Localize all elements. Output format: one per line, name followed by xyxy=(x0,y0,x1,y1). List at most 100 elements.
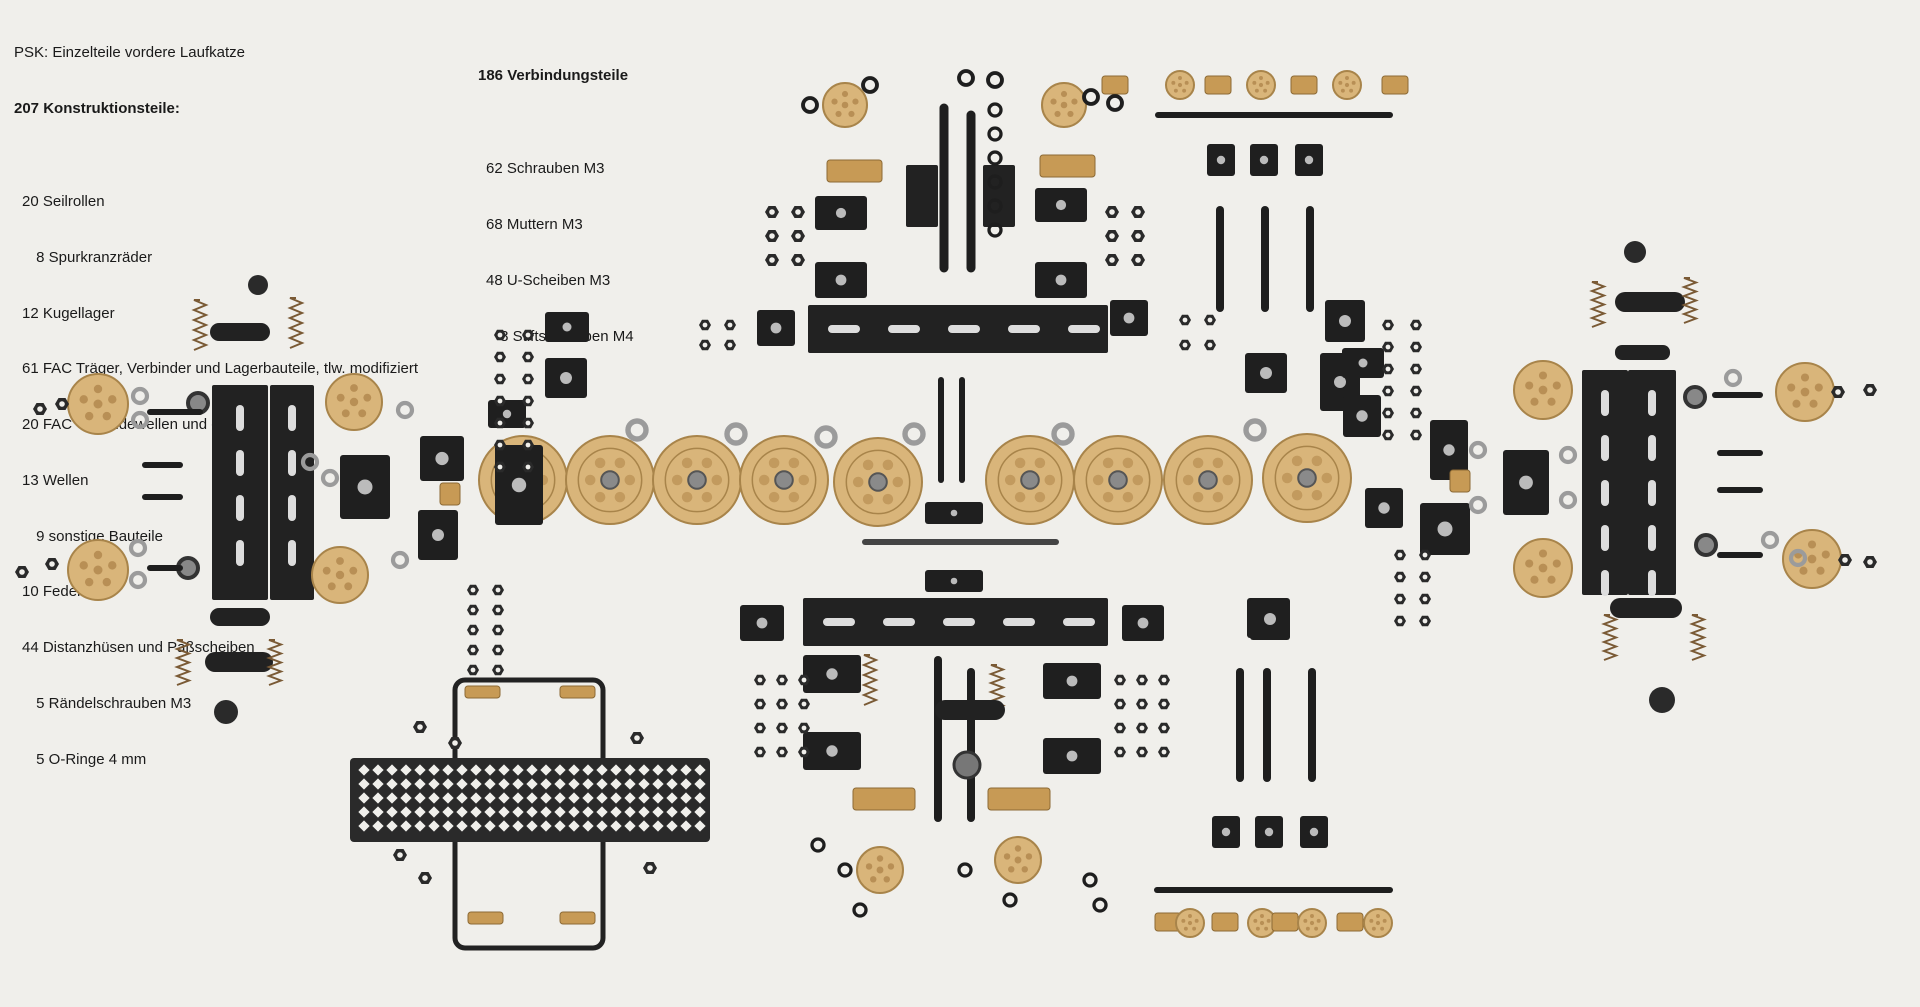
nut-hole xyxy=(1109,209,1115,215)
nut-hole xyxy=(525,354,531,360)
mesh-hole xyxy=(624,806,636,818)
mesh-hole xyxy=(638,806,650,818)
bracket-hole xyxy=(1443,444,1455,456)
wheel-hole xyxy=(79,395,88,404)
mesh-hole xyxy=(568,792,580,804)
spring xyxy=(861,654,879,706)
pulley-hole xyxy=(798,474,810,486)
list-item: 5 O-Ringe 4 mm xyxy=(32,750,147,768)
nut-hole xyxy=(647,865,653,871)
bracket-hole xyxy=(835,207,847,219)
pulley-hole xyxy=(1034,457,1046,469)
wheel-hole xyxy=(1314,926,1319,931)
wheel-hole xyxy=(1173,88,1178,93)
nut-hole xyxy=(1413,344,1419,350)
mesh-hole xyxy=(428,764,440,776)
nut-hole xyxy=(1135,233,1141,239)
nut-hole xyxy=(525,464,531,470)
mesh-hole xyxy=(554,806,566,818)
mesh-hole xyxy=(596,764,608,776)
connection-heading: 186 Verbindungsteile xyxy=(478,67,629,85)
nut-hole xyxy=(702,342,708,348)
mesh-hole xyxy=(694,764,706,776)
washer xyxy=(1051,422,1075,446)
wheel-hole xyxy=(852,98,859,105)
slot xyxy=(888,325,920,333)
nut-hole xyxy=(1182,342,1188,348)
mesh-hole xyxy=(610,764,622,776)
nut-hole xyxy=(1422,596,1428,602)
wheel-hub xyxy=(1259,920,1265,926)
mesh-hole xyxy=(638,778,650,790)
nut-hole xyxy=(495,587,501,593)
pulley-rim xyxy=(845,449,911,515)
slot xyxy=(1063,618,1095,626)
mesh-hole xyxy=(568,764,580,776)
washer xyxy=(987,150,1003,166)
nut-hole xyxy=(757,701,763,707)
nut-hole xyxy=(1385,366,1391,372)
nut-hole xyxy=(525,420,531,426)
wheel-hub xyxy=(876,866,884,874)
wheel-hole xyxy=(108,395,117,404)
brass-sleeve xyxy=(1211,912,1239,932)
pulley-hole xyxy=(768,457,780,469)
wheel-hub xyxy=(1060,101,1068,109)
wheel-hole xyxy=(336,557,344,565)
wheel-hole xyxy=(1310,914,1314,918)
wheel-hole xyxy=(1305,926,1310,931)
mesh-hole xyxy=(666,820,678,832)
brass-sleeve xyxy=(559,911,596,925)
mesh-hole xyxy=(694,778,706,790)
pulley-hole xyxy=(1321,472,1333,484)
washer xyxy=(1082,88,1100,106)
wheel-hub xyxy=(1807,554,1817,564)
mesh-hole xyxy=(554,820,566,832)
wheel-hole xyxy=(1188,914,1192,918)
mesh-hole xyxy=(568,778,580,790)
brass-sleeve xyxy=(826,159,883,183)
mesh-hole xyxy=(540,792,552,804)
pulley-hole xyxy=(1092,474,1104,486)
mesh-hole xyxy=(554,764,566,776)
wheel-hub xyxy=(1538,385,1548,395)
slot xyxy=(1601,435,1609,461)
washer xyxy=(1092,897,1108,913)
wheel-hole xyxy=(84,577,94,587)
bracket-hole xyxy=(1309,827,1319,837)
nut-hole xyxy=(470,627,476,633)
mesh-hole xyxy=(512,792,524,804)
mesh-hole xyxy=(358,778,370,790)
wheel-hole xyxy=(1050,98,1057,105)
nut-hole xyxy=(1397,618,1403,624)
washer xyxy=(852,902,868,918)
wheel-hole xyxy=(1809,399,1818,408)
pulley-hole xyxy=(1014,491,1026,503)
slot xyxy=(948,325,980,333)
wheel-hub xyxy=(1375,920,1381,926)
mesh-hole xyxy=(400,778,412,790)
pulley-hole xyxy=(711,474,723,486)
slot xyxy=(1648,525,1656,551)
bracket-hole xyxy=(1066,675,1078,687)
nut-hole xyxy=(1117,725,1123,731)
nut-hole xyxy=(1135,209,1141,215)
bracket-hole xyxy=(1334,376,1346,388)
nut-hole xyxy=(769,209,775,215)
nut-hole xyxy=(795,257,801,263)
pulley-hole xyxy=(594,491,606,503)
nut-hole xyxy=(525,442,531,448)
mesh-hole xyxy=(624,820,636,832)
washer xyxy=(1468,495,1488,515)
wheel-hole xyxy=(1183,926,1188,931)
wheel-hole xyxy=(1182,88,1187,93)
wheel-hole xyxy=(1181,918,1186,923)
pulley-rim xyxy=(751,447,817,513)
mesh-hole xyxy=(526,778,538,790)
wheel-hole xyxy=(358,409,367,418)
bracket-hole xyxy=(770,322,782,334)
nut-hole xyxy=(1835,389,1841,395)
nut-hole xyxy=(1139,749,1145,755)
nut-hole xyxy=(757,725,763,731)
mesh-hole xyxy=(400,806,412,818)
